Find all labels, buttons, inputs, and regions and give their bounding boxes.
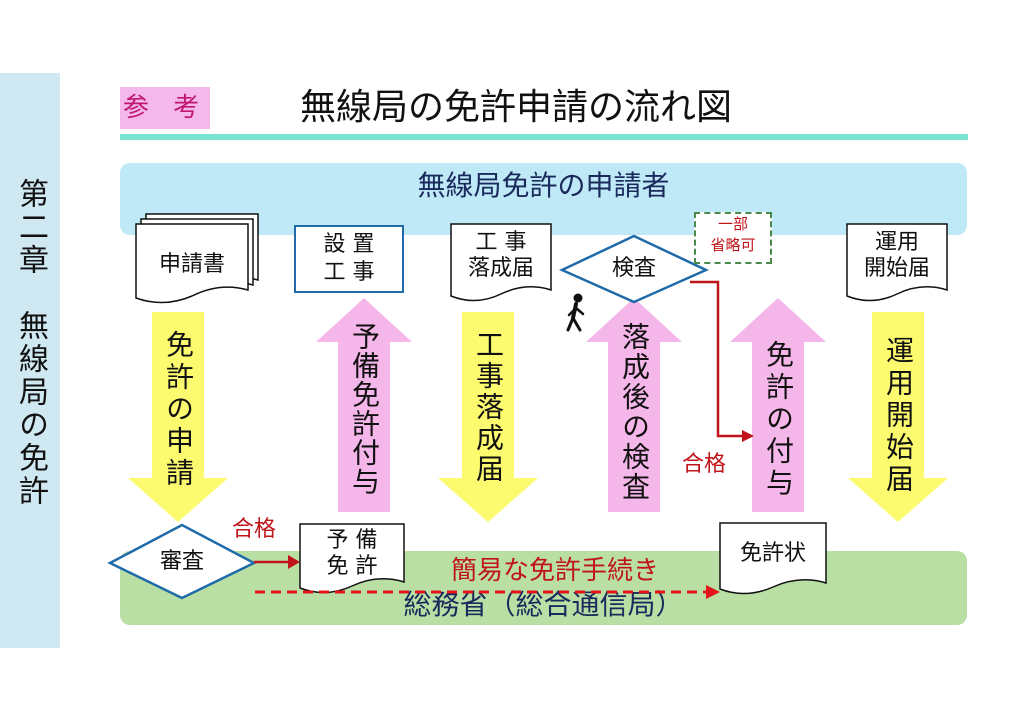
inspection-label: 検査	[611, 256, 656, 281]
arrow-operation-label: 運用開始届	[882, 336, 915, 496]
arrow-post-inspection	[586, 298, 682, 512]
arrow-completion-label: 工事落成届	[472, 330, 505, 485]
arrow-grant-label: 免許の付与	[762, 340, 795, 500]
arrow-apply	[128, 312, 228, 522]
simple-procedure-label: 簡易な免許手続き	[450, 556, 659, 586]
arrow-completion	[438, 312, 538, 522]
inspection-diamond	[558, 234, 710, 304]
completion-doc-line2: 落成届	[467, 256, 534, 281]
arrow-preliminary-label: 予備免許付与	[348, 322, 381, 496]
walking-person-icon	[566, 293, 585, 332]
license-doc-label: 免許状	[739, 541, 806, 566]
operation-doc	[846, 223, 948, 302]
application-doc	[135, 213, 259, 304]
note-line2: 省略可	[710, 236, 756, 254]
operation-doc-line2: 開始届	[863, 256, 930, 281]
page-title: 無線局の免許申請の流れ図	[300, 87, 733, 128]
installation-line1: 設 置	[323, 232, 375, 257]
partially-omittable-note: 一部 省略可	[694, 212, 772, 264]
arrow-apply-label: 免許の申請	[162, 330, 195, 490]
applicant-label: 無線局免許の申請者	[417, 169, 670, 202]
reference-tag: 参 考	[120, 87, 210, 129]
preliminary-line1: 予 備	[326, 528, 378, 553]
completion-doc	[450, 223, 552, 302]
simple-procedure-arrowhead	[706, 585, 720, 599]
operation-doc-line1: 運用	[874, 230, 919, 255]
chapter-sidebar	[0, 73, 60, 648]
application-doc-label: 申請書	[158, 252, 225, 277]
chapter-title: 第二章 無線局の免許	[13, 178, 48, 508]
completion-doc-line1: 工 事	[475, 230, 527, 255]
applicant-band	[120, 163, 967, 235]
installation-box	[294, 225, 404, 293]
preliminary-line2: 免 許	[326, 554, 378, 579]
title-underline	[120, 134, 968, 140]
review-pass-arrowhead	[288, 555, 300, 569]
arrow-grant	[730, 298, 826, 512]
inspection-pass-label: 合格	[682, 452, 727, 477]
note-line1: 一部	[717, 215, 748, 233]
inspection-pass-line	[690, 280, 742, 438]
inspection-pass-arrowhead	[742, 430, 754, 442]
arrow-operation	[848, 312, 948, 522]
license-doc	[719, 522, 827, 595]
installation-line2: 工 事	[323, 260, 375, 285]
arrow-preliminary	[316, 298, 412, 512]
review-pass-label: 合格	[232, 517, 277, 542]
arrow-post-inspection-label: 落成後の検査	[618, 322, 651, 502]
review-label: 審査	[159, 549, 204, 574]
